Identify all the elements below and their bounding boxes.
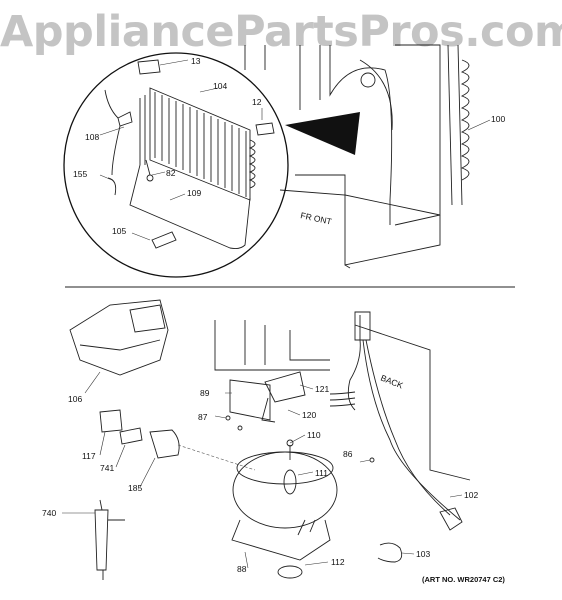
callout-106: 106 [68, 394, 82, 404]
callout-82: 82 [166, 168, 176, 178]
callout-88: 88 [237, 564, 247, 574]
compressor-section-drawing [69, 299, 471, 580]
art-number: (ART NO. WR20747 C2) [422, 575, 505, 584]
callout-100: 100 [491, 114, 505, 124]
callout-87: 87 [198, 412, 208, 422]
callout-112: 112 [331, 557, 345, 567]
callout-155: 155 [73, 169, 87, 179]
callout-110: 110 [307, 430, 321, 440]
pointer-arrow [285, 112, 360, 155]
callout-13: 13 [191, 56, 201, 66]
callout-105: 105 [112, 226, 126, 236]
callout-120: 120 [302, 410, 316, 420]
callout-741: 741 [100, 463, 114, 473]
callout-104: 104 [213, 81, 227, 91]
callout-86: 86 [343, 449, 353, 459]
callout-740: 740 [42, 508, 56, 518]
callout-121: 121 [315, 384, 329, 394]
callout-103: 103 [416, 549, 430, 559]
callout-12: 12 [252, 97, 262, 107]
front-label: FR ONT [300, 210, 333, 226]
callout-89: 89 [200, 388, 210, 398]
cabinet-drawing [244, 44, 491, 269]
callout-185: 185 [128, 483, 142, 493]
callout-111: 111 [315, 468, 328, 478]
evaporator-detail [63, 52, 289, 278]
detail-circle [63, 52, 289, 278]
callout-102: 102 [464, 490, 478, 500]
callout-109: 109 [187, 188, 201, 198]
callout-117: 117 [82, 451, 96, 461]
callout-108: 108 [85, 132, 99, 142]
back-label: BACK [379, 373, 405, 391]
watermark-logo: AppliancePartsPros.com [0, 7, 562, 57]
